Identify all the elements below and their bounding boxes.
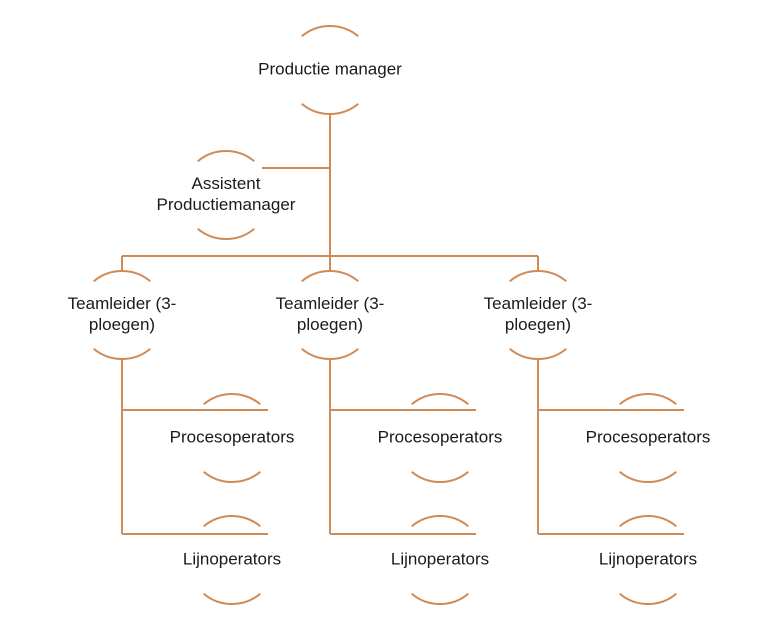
node-teamleider: Teamleider (3- ploegen): [484, 270, 593, 360]
node-teamleider: Teamleider (3- ploegen): [68, 270, 177, 360]
node-label: Lijnoperators: [183, 549, 281, 568]
node-procesoperators: Procesoperators: [378, 393, 503, 483]
node-arc-bottom: [203, 592, 261, 605]
node-productie-manager: Productie manager: [258, 25, 402, 115]
node-arc-top: [197, 150, 255, 163]
node-arc-top: [411, 393, 469, 406]
node-arc-bottom: [93, 347, 151, 360]
node-arc-top: [619, 515, 677, 528]
node-label: Procesoperators: [170, 427, 295, 446]
node-procesoperators: Procesoperators: [586, 393, 711, 483]
node-procesoperators: Procesoperators: [170, 393, 295, 483]
node-arc-top: [203, 515, 261, 528]
node-label: Productiemanager: [157, 195, 296, 214]
node-teamleider: Teamleider (3- ploegen): [276, 270, 385, 360]
node-label: ploegen): [297, 315, 363, 334]
node-label: ploegen): [89, 315, 155, 334]
node-lijnoperators: Lijnoperators: [183, 515, 281, 605]
node-label: Lijnoperators: [391, 549, 489, 568]
node-arc-bottom: [197, 227, 255, 240]
node-label: Teamleider (3-: [276, 294, 385, 313]
node-arc-top: [619, 393, 677, 406]
node-arc-bottom: [619, 470, 677, 483]
node-arc-top: [509, 270, 567, 283]
node-label: ploegen): [505, 315, 571, 334]
node-arc-bottom: [411, 592, 469, 605]
node-arc-bottom: [509, 347, 567, 360]
node-label: Productie manager: [258, 59, 402, 78]
node-arc-bottom: [411, 470, 469, 483]
node-arc-bottom: [301, 102, 359, 115]
org-nodes: Productie managerAssistentProductiemanag…: [68, 25, 711, 605]
node-label: Assistent: [192, 174, 261, 193]
node-label: Teamleider (3-: [484, 294, 593, 313]
node-arc-top: [301, 25, 359, 38]
node-arc-top: [411, 515, 469, 528]
node-arc-top: [93, 270, 151, 283]
node-arc-top: [301, 270, 359, 283]
node-arc-bottom: [301, 347, 359, 360]
node-arc-top: [203, 393, 261, 406]
node-label: Procesoperators: [378, 427, 503, 446]
node-label: Procesoperators: [586, 427, 711, 446]
node-lijnoperators: Lijnoperators: [391, 515, 489, 605]
node-lijnoperators: Lijnoperators: [599, 515, 697, 605]
node-arc-bottom: [203, 470, 261, 483]
node-arc-bottom: [619, 592, 677, 605]
connector-lines: [121, 115, 684, 535]
node-label: Lijnoperators: [599, 549, 697, 568]
node-label: Teamleider (3-: [68, 294, 177, 313]
